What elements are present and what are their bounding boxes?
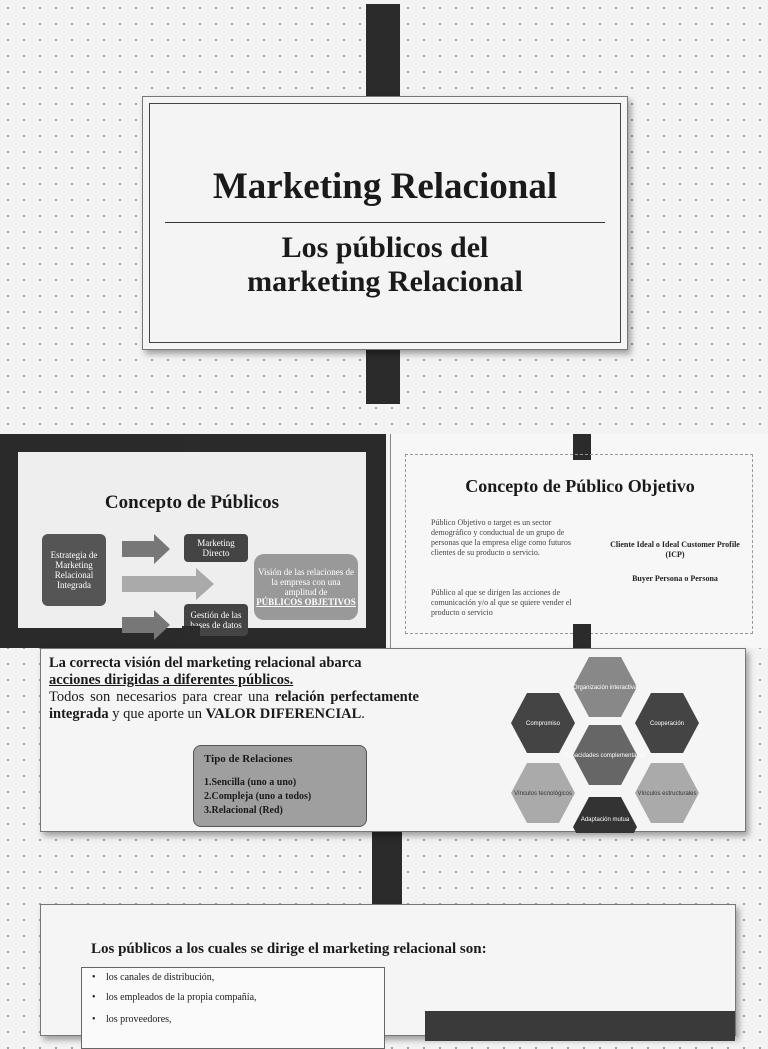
slide-lista-publicos: Los públicos a los cuales se dirige el m… bbox=[40, 904, 736, 1049]
hex-label-compromiso: Compromiso bbox=[526, 721, 561, 727]
paragraph-underline: acciones dirigidas a diferentes públicos… bbox=[49, 672, 294, 688]
title-slide: Marketing Relacional Los públicos del ma… bbox=[142, 96, 628, 350]
list-item: los empleados de la propia compañía, bbox=[92, 992, 256, 1003]
page-title: Marketing Relacional bbox=[212, 166, 558, 207]
paragraph-bold-relacion: relación perfectamente integrada bbox=[49, 689, 419, 722]
hexagon-diagram: Organización interactiva Compromiso Coop… bbox=[511, 657, 699, 833]
box-estrategia: Estrategia de Marketing Relacional Integ… bbox=[42, 534, 106, 606]
slide-tab-bottom bbox=[182, 626, 200, 648]
box-vision: Visión de las relaciones de la empresa c… bbox=[254, 554, 358, 620]
dark-content-box bbox=[425, 1011, 735, 1041]
label-cliente-ideal: Cliente Ideal o Ideal Customer Profile (… bbox=[610, 540, 740, 559]
title-slide-border bbox=[149, 103, 621, 343]
hex-label-capacidades: Capacidades complementarias bbox=[564, 753, 646, 759]
box-vision-emphasis: PÚBLICOS OBJETIVOS bbox=[256, 597, 356, 607]
connector-bar-lower bbox=[372, 824, 402, 910]
hex-label-cooperacion: Cooperación bbox=[650, 721, 684, 727]
tipo-title: Tipo de Relaciones bbox=[204, 753, 293, 765]
subtitle-line-2: marketing Relacional bbox=[247, 265, 523, 298]
hex-capacidades bbox=[573, 725, 637, 785]
lista-box: los canales de distribución, los emplead… bbox=[81, 967, 385, 1049]
tipo-item-1: 1.Sencilla (uno a uno) bbox=[204, 777, 297, 788]
title-divider bbox=[165, 222, 605, 223]
arrow-middle-icon bbox=[122, 568, 214, 600]
bullet-definicion: Público Objetivo o target es un sector d… bbox=[431, 518, 571, 557]
connector-bar-top bbox=[366, 4, 400, 108]
slide-tab-top bbox=[573, 434, 591, 460]
paragraph-text-c: y que aporte un bbox=[108, 706, 206, 722]
slide-publico-objetivo: Concepto de Público Objetivo Público Obj… bbox=[390, 434, 768, 648]
slide-concepto-publicos: Concepto de Públicos Estrategia de Marke… bbox=[0, 434, 386, 648]
paragraph-bold-valor: VALOR DIFERENCIAL bbox=[205, 706, 362, 722]
label-buyer-persona: Buyer Persona o Persona bbox=[632, 574, 718, 583]
hex-vinculos-tecnologicos bbox=[511, 763, 575, 823]
list-item: los canales de distribución, bbox=[92, 972, 214, 983]
box-vision-text: Visión de las relaciones de la empresa c… bbox=[258, 567, 354, 597]
tipo-relaciones-box: Tipo de Relaciones 1.Sencilla (uno a uno… bbox=[193, 745, 367, 827]
hex-organizacion bbox=[573, 657, 637, 717]
paragraph-line-1: La correcta visión del marketing relacio… bbox=[49, 655, 362, 671]
page-subtitle: Los públicos del marketing Relacional bbox=[143, 231, 627, 299]
tipo-item-2: 2.Compleja (uno a todos) bbox=[204, 791, 312, 802]
hex-cooperacion bbox=[635, 693, 699, 753]
slide-title: Concepto de Público Objetivo bbox=[465, 476, 695, 496]
box-marketing-directo: Marketing Directo bbox=[184, 534, 248, 562]
hex-compromiso bbox=[511, 693, 575, 753]
hex-label-organizacion: Organización interactiva bbox=[573, 685, 638, 691]
lista-lead-text: Los públicos a los cuales se dirige el m… bbox=[91, 941, 487, 957]
hex-adaptacion bbox=[573, 797, 637, 833]
hex-label-estructurales: Vínculos estructurales bbox=[637, 791, 696, 797]
list-item: los proveedores, bbox=[92, 1014, 171, 1025]
hex-label-tecnologicos: Vínculos tecnológicos bbox=[514, 791, 572, 797]
arrow-bottom-icon bbox=[122, 610, 170, 640]
slide-tab-bottom bbox=[573, 624, 591, 648]
bullet-acciones: Público al que se dirigen las acciones d… bbox=[431, 588, 572, 617]
relaciones-paragraph: La correcta visión del marketing relacio… bbox=[49, 655, 419, 723]
subtitle-line-1: Los públicos del bbox=[281, 231, 489, 264]
hex-label-adaptacion: Adaptación mutua bbox=[581, 817, 630, 823]
paragraph-text-e: . bbox=[361, 706, 365, 722]
hex-vinculos-estructurales bbox=[635, 763, 699, 823]
slide-title: Concepto de Públicos bbox=[104, 492, 280, 513]
slide-paper: Concepto de Públicos Estrategia de Marke… bbox=[18, 452, 366, 640]
paragraph-text-a: Todos son necesarios para crear una bbox=[49, 689, 275, 705]
tipo-item-3: 3.Relacional (Red) bbox=[204, 805, 283, 816]
arrow-top-icon bbox=[122, 534, 170, 564]
slide-tipos-relaciones: La correcta visión del marketing relacio… bbox=[40, 648, 746, 833]
